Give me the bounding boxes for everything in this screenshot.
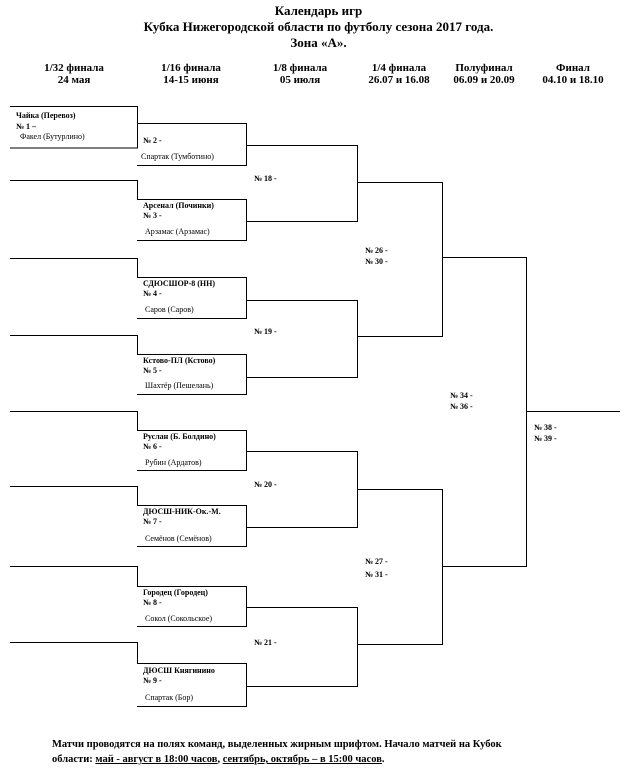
r16-3-match: № 4 - (143, 289, 162, 298)
stage-name: 1/4 финала (371, 62, 427, 74)
r16-1-team-bottom: Спартак (Тумботино) (141, 152, 214, 161)
qf-1-match-first: № 26 - (365, 246, 388, 255)
r8-match-20: № 20 - (254, 480, 277, 489)
r16-5-team-top: Руслан (Б. Болдино) (143, 432, 216, 441)
r16-6-team-top: ДЮСШ-НИК-Ок.-М. (143, 507, 221, 516)
qf-2-match-first: № 27 - (365, 557, 388, 566)
stage-date: 14-15 июня (163, 74, 219, 86)
r16-2-match: № 3 - (143, 211, 162, 220)
r16-4-team-bottom: Шахтёр (Пешелань) (145, 381, 214, 390)
note-line-2: области: май - август в 18:00 часов, сен… (52, 752, 612, 767)
note-line-1: Матчи проводятся на полях команд, выделе… (52, 739, 502, 750)
stage-name: Финал (556, 62, 590, 74)
r32-team-a: Чайка (Перевоз) (16, 111, 76, 120)
zone-title: Зона «А». (290, 35, 347, 50)
note-separator: , (217, 754, 223, 765)
stage-header-r32: 1/32 финала 24 мая (24, 62, 124, 86)
r16-6-match: № 7 - (143, 517, 162, 526)
final-match-first: № 38 - (534, 423, 557, 432)
r16-3-team-top: СДЮСШОР-8 (НН) (143, 279, 215, 288)
footer-note: Матчи проводятся на полях команд, выделе… (52, 737, 612, 767)
r16-6-team-bottom: Семёнов (Семёнов) (145, 534, 212, 543)
r16-2-team-top: Арсенал (Починки) (143, 201, 214, 210)
cup-title: Кубка Нижегородской области по футболу с… (143, 19, 494, 34)
r16-7-match: № 8 - (143, 598, 162, 607)
r8-match-19: № 19 - (254, 327, 277, 336)
stage-name: Полуфинал (455, 62, 513, 74)
stage-name: 1/16 финала (161, 62, 221, 74)
stage-date: 06.09 и 20.09 (453, 74, 515, 86)
r8-match-18: № 18 - (254, 174, 277, 183)
final-match-second: № 39 - (534, 434, 557, 443)
stage-header-r16: 1/16 финала 14-15 июня (141, 62, 241, 86)
stage-name: 1/8 финала (272, 62, 328, 74)
stage-date: 04.10 и 18.10 (542, 74, 604, 86)
stage-name: 1/32 финала (44, 62, 104, 74)
stage-date: 05 июля (279, 74, 321, 86)
r16-8-match: № 9 - (143, 676, 162, 685)
r8-match-21: № 21 - (254, 638, 277, 647)
r32-match-number: № 1 – (16, 122, 37, 131)
r16-1-match: № 2 - (143, 136, 162, 145)
stage-date: 24 мая (57, 74, 91, 86)
r16-5-team-bottom: Рубин (Ардатов) (145, 458, 202, 467)
r16-5-match: № 6 - (143, 442, 162, 451)
note-time-summer: май - август в 18:00 часов (95, 754, 218, 765)
r16-7-team-bottom: Сокол (Сокольское) (145, 614, 213, 623)
stage-header-qf: 1/4 финала 26.07 и 16.08 (349, 62, 449, 86)
r16-3-team-bottom: Саров (Саров) (145, 305, 194, 314)
stage-date: 26.07 и 16.08 (368, 74, 430, 86)
stage-header-sf: Полуфинал 06.09 и 20.09 (434, 62, 534, 86)
calendar-title: Календарь игр (274, 3, 363, 18)
r32-team-b: Факел (Бутурлино) (20, 132, 85, 141)
qf-2-match-second: № 31 - (365, 570, 388, 579)
r16-4-team-top: Кстово-ПЛ (Кстово) (143, 356, 216, 365)
sf-match-second: № 36 - (450, 402, 473, 411)
r16-8-team-bottom: Спартак (Бор) (145, 693, 194, 702)
sf-match-first: № 34 - (450, 391, 473, 400)
r16-2-team-bottom: Арзамас (Арзамас) (145, 227, 210, 236)
note-prefix: области: (52, 754, 96, 765)
note-suffix: . (381, 754, 385, 765)
stage-header-r8: 1/8 финала 05 июля (250, 62, 350, 86)
r16-7-team-top: Городец (Городец) (143, 588, 208, 597)
note-time-autumn: сентябрь, октябрь – в 15:00 часов (222, 754, 382, 765)
r16-4-match: № 5 - (143, 366, 162, 375)
qf-1-match-second: № 30 - (365, 257, 388, 266)
r16-8-team-top: ДЮСШ Княгинино (143, 666, 215, 675)
stage-header-final: Финал 04.10 и 18.10 (523, 62, 623, 86)
